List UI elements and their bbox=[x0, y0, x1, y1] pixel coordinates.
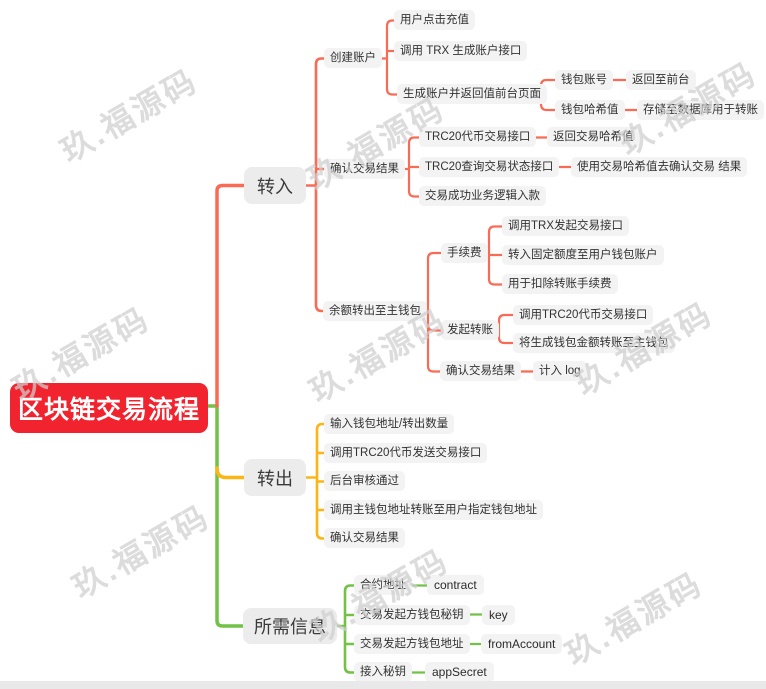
link-root-to-required-info bbox=[206, 404, 247, 628]
node-deduct-transfer-fee[interactable]: 用于扣除转账手续费 bbox=[502, 274, 618, 294]
node-confirm-tx-result-balance[interactable]: 确认交易结果 bbox=[440, 361, 521, 381]
node-wallet-account[interactable]: 钱包账号 bbox=[555, 70, 613, 90]
node-return-to-frontend[interactable]: 返回至前台 bbox=[626, 70, 696, 90]
node-transfer-fixed-amount[interactable]: 转入固定额度至用户钱包账户 bbox=[502, 245, 664, 265]
link-root-to-transfer-out bbox=[215, 466, 248, 480]
node-tx-sender-wallet-key[interactable]: 交易发起方钱包秘钥 bbox=[354, 605, 470, 625]
link-group-transfer-out bbox=[215, 422, 330, 540]
link-required-info-leaves bbox=[397, 584, 488, 674]
node-trc20-token-tx-api[interactable]: TRC20代币交易接口 bbox=[419, 127, 537, 147]
node-from-account[interactable]: fromAccount bbox=[481, 634, 563, 654]
root-node[interactable]: 区块链交易流程 bbox=[10, 383, 208, 433]
branch-transfer-out[interactable]: 转出 bbox=[244, 459, 306, 496]
node-transfer-generated-to-main[interactable]: 将生成钱包金额转账至主钱包 bbox=[513, 333, 675, 353]
link-transfer-out-bracket bbox=[296, 422, 330, 540]
node-app-secret[interactable]: appSecret bbox=[425, 662, 494, 682]
node-contract[interactable]: contract bbox=[427, 575, 484, 595]
branch-required-info[interactable]: 所需信息 bbox=[243, 608, 337, 644]
node-call-trx-initiate-tx-api[interactable]: 调用TRX发起交易接口 bbox=[502, 216, 629, 236]
node-trc20-query-status-api[interactable]: TRC20查询交易状态接口 bbox=[419, 157, 560, 177]
node-key[interactable]: key bbox=[482, 605, 515, 625]
node-main-wallet-to-user-address[interactable]: 调用主钱包地址转账至用户指定钱包地址 bbox=[324, 500, 543, 520]
node-call-trc20-token-tx-api[interactable]: 调用TRC20代币交易接口 bbox=[513, 305, 654, 325]
node-confirm-tx-result-out[interactable]: 确认交易结果 bbox=[324, 528, 405, 548]
node-backend-approved[interactable]: 后台审核通过 bbox=[324, 471, 405, 491]
link-transfer-in-bracket bbox=[296, 57, 330, 313]
node-wallet-hash[interactable]: 钱包哈希值 bbox=[555, 100, 625, 120]
node-access-secret[interactable]: 接入秘钥 bbox=[354, 662, 412, 682]
node-call-trc20-send-api[interactable]: 调用TRC20代币发送交易接口 bbox=[324, 443, 488, 463]
node-fee[interactable]: 手续费 bbox=[441, 243, 488, 263]
node-store-db-for-transfer[interactable]: 存储至数据库用于转账 bbox=[637, 100, 764, 120]
node-contract-address[interactable]: 合约地址 bbox=[354, 575, 412, 595]
node-user-click-recharge[interactable]: 用户点击充值 bbox=[394, 10, 475, 30]
node-generate-account-return[interactable]: 生成账户并返回值前台页面 bbox=[397, 84, 547, 104]
branch-transfer-in[interactable]: 转入 bbox=[244, 167, 306, 204]
link-required-info-bracket bbox=[327, 584, 360, 674]
node-create-account[interactable]: 创建账户 bbox=[324, 48, 382, 68]
node-call-trx-create-account-api[interactable]: 调用 TRX 生成账户接口 bbox=[394, 41, 528, 61]
node-tx-success-business-logic[interactable]: 交易成功业务逻辑入款 bbox=[419, 186, 546, 206]
node-tx-sender-wallet-address[interactable]: 交易发起方钱包地址 bbox=[354, 634, 470, 654]
node-use-tx-hash-confirm[interactable]: 使用交易哈希值去确认交易 结果 bbox=[571, 157, 748, 177]
node-log[interactable]: 计入 log bbox=[533, 361, 587, 381]
node-balance-to-main-wallet[interactable]: 余额转出至主钱包 bbox=[323, 301, 427, 321]
node-confirm-tx-result-in[interactable]: 确认交易结果 bbox=[324, 159, 405, 179]
link-root-to-transfer-in bbox=[215, 183, 248, 408]
node-input-wallet-address-amount[interactable]: 输入钱包地址/转出数量 bbox=[324, 414, 455, 434]
node-return-tx-hash[interactable]: 返回交易哈希值 bbox=[547, 127, 640, 147]
node-initiate-transfer[interactable]: 发起转账 bbox=[441, 320, 499, 340]
horizontal-scrollbar[interactable] bbox=[0, 681, 766, 689]
